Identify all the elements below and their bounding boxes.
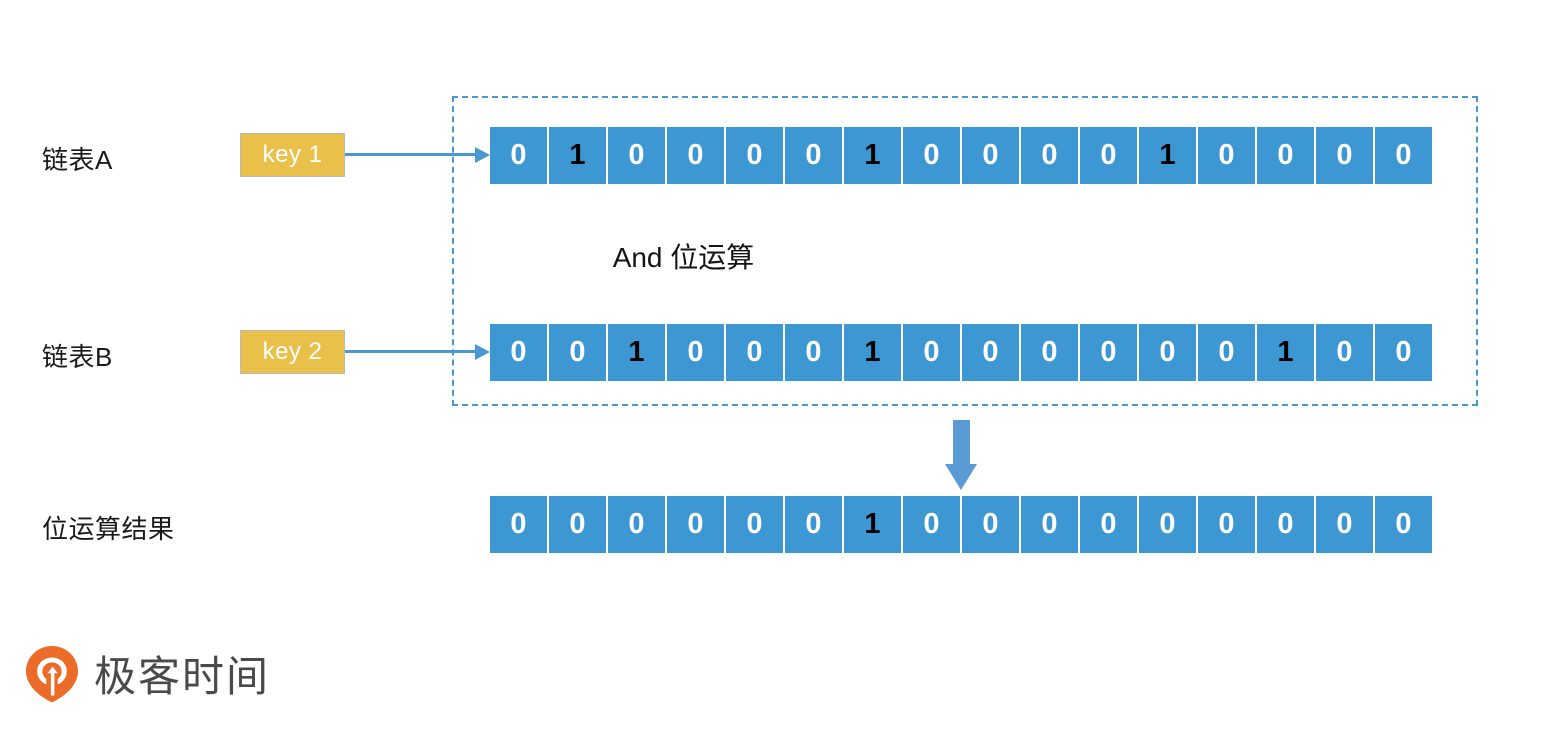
bit-cell: 0 [667, 496, 724, 553]
bit-cell: 0 [490, 324, 547, 381]
geektime-pin-icon [24, 645, 80, 708]
bit-cell: 0 [1316, 127, 1373, 184]
brand-logo: 极客时间 [24, 645, 270, 708]
arrow-tip [945, 464, 977, 490]
bit-cell: 0 [1198, 496, 1255, 553]
bit-cell: 1 [1257, 324, 1314, 381]
bit-cell: 0 [1198, 324, 1255, 381]
row-label-result: 位运算结果 [42, 514, 175, 544]
bit-cell: 0 [785, 496, 842, 553]
bit-cell: 0 [726, 127, 783, 184]
bit-cell: 0 [785, 127, 842, 184]
row-label-list-b: 链表B [42, 342, 113, 372]
bit-cell: 1 [549, 127, 606, 184]
bit-cell: 0 [1316, 496, 1373, 553]
bit-cell: 0 [1375, 127, 1432, 184]
bit-cell: 0 [903, 496, 960, 553]
bit-cell: 0 [903, 127, 960, 184]
bit-cell: 0 [1198, 127, 1255, 184]
key-box-1: key 1 [240, 133, 345, 177]
connector-arrow-key1 [345, 144, 490, 166]
operation-caption-text: And 位运算 [612, 242, 755, 273]
bit-cell: 0 [1257, 127, 1314, 184]
bit-cell: 0 [726, 324, 783, 381]
bit-cell: 0 [608, 127, 665, 184]
key-box-2: key 2 [240, 330, 345, 374]
bit-cell: 0 [1080, 324, 1137, 381]
bit-cell: 1 [1139, 127, 1196, 184]
bit-cell: 0 [726, 496, 783, 553]
bit-cell: 0 [549, 496, 606, 553]
bit-cell: 0 [1139, 324, 1196, 381]
row-label-list-a: 链表A [42, 145, 113, 175]
arrow-stem [953, 420, 970, 466]
down-arrow-icon [945, 420, 977, 490]
bit-cell: 0 [667, 127, 724, 184]
bit-cell: 0 [490, 127, 547, 184]
bit-cell: 0 [1021, 496, 1078, 553]
bit-cell: 0 [962, 324, 1019, 381]
bit-cell: 0 [1021, 127, 1078, 184]
bit-cell: 0 [962, 127, 1019, 184]
arrow-head-icon [475, 147, 490, 163]
connector-arrow-key2 [345, 341, 490, 363]
bit-cell: 0 [667, 324, 724, 381]
bit-cell: 0 [1375, 324, 1432, 381]
bit-cell: 0 [903, 324, 960, 381]
bit-cell: 0 [490, 496, 547, 553]
bit-cell: 0 [608, 496, 665, 553]
bit-cell: 0 [1080, 127, 1137, 184]
bit-cell: 0 [1375, 496, 1432, 553]
arrow-shaft [345, 153, 477, 156]
arrow-head-icon [475, 344, 490, 360]
arrow-shaft [345, 350, 477, 353]
bit-cell: 1 [844, 324, 901, 381]
bit-cell: 0 [1316, 324, 1373, 381]
bitwise-operation-region [452, 96, 1478, 406]
bit-cell: 0 [1139, 496, 1196, 553]
bit-cell: 0 [785, 324, 842, 381]
bit-cell: 1 [844, 496, 901, 553]
bit-cell: 1 [608, 324, 665, 381]
bit-cell: 0 [549, 324, 606, 381]
bit-cell: 0 [1257, 496, 1314, 553]
bit-cell: 0 [1021, 324, 1078, 381]
bit-cell: 1 [844, 127, 901, 184]
operation-caption: And 位运算 [0, 236, 1563, 276]
bit-cell: 0 [962, 496, 1019, 553]
brand-name: 极客时间 [94, 652, 271, 700]
bit-cell: 0 [1080, 496, 1137, 553]
